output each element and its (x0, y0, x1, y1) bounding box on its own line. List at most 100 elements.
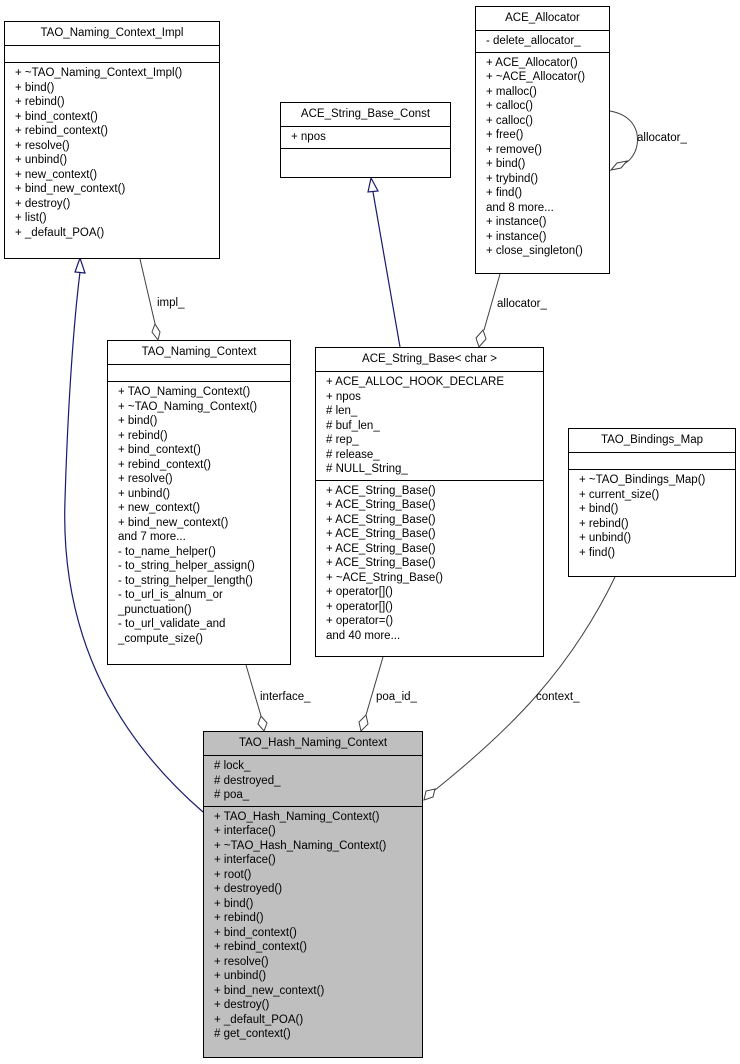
methods-section: + TAO_Hash_Naming_Context() + interface()… (204, 807, 422, 1045)
method-row: # get_context() (214, 1028, 291, 1040)
edge-label-poa-id: poa_id_ (376, 691, 417, 703)
attribute-row: - delete_allocator_ (486, 35, 581, 47)
method-row: + TAO_Naming_Context() (118, 386, 251, 398)
method-row: + ACE_String_Base() (326, 557, 436, 569)
class-tao-bindings-map[interactable]: TAO_Bindings_Map+ ~TAO_Bindings_Map()+ c… (568, 428, 736, 577)
association-edge-poa-id (365, 656, 384, 716)
method-row: + ACE_String_Base() (326, 513, 436, 526)
method-row: _punctuation() (118, 603, 192, 616)
class-name: TAO_Hash_Naming_Context (204, 732, 422, 756)
method-row: + rebind_context() (118, 458, 212, 471)
attributes-section: + npos (281, 127, 450, 149)
method-row: - to_string_helper_assign() (118, 560, 255, 572)
class-tao-hash-naming-context[interactable]: TAO_Hash_Naming_Context# lock_# destroye… (203, 731, 423, 1058)
edge-label-allocator-self: allocator_ (637, 132, 687, 144)
method-row: + ACE_String_Base() (326, 499, 436, 511)
method-row: + ACE_Allocator() (486, 56, 578, 69)
edge-label-impl: impl_ (157, 297, 185, 309)
method-row: + _default_POA() (214, 1013, 304, 1026)
method-row: - to_string_helper_length() (118, 574, 253, 587)
method-row: + ACE_String_Base() (326, 484, 436, 497)
attribute-row: # buf_len_ (326, 419, 380, 432)
class-ace-string-base-char[interactable]: ACE_String_Base< char >+ ACE_ALLOC_HOOK_… (315, 347, 544, 657)
method-row: + rebind_context() (15, 125, 109, 137)
aggregation-diamond (257, 715, 268, 732)
inheritance-arrowhead (367, 176, 379, 193)
aggregation-diamond (151, 322, 161, 342)
method-row: + instance() (486, 216, 547, 228)
attributes-section (108, 365, 290, 382)
method-row: + unbind() (579, 532, 632, 544)
method-row: - to_name_helper() (118, 545, 216, 558)
method-row: + rebind() (214, 912, 264, 924)
method-row: + bind_new_context() (118, 516, 229, 529)
class-ace-string-base-const[interactable]: ACE_String_Base_Const + npos (280, 102, 451, 178)
methods-section: + TAO_Naming_Context() + ~TAO_Naming_Cont… (108, 382, 290, 649)
class-name: TAO_Naming_Context_Impl (5, 22, 219, 46)
method-row: + rebind() (579, 517, 629, 530)
method-row: and 8 more... (486, 201, 554, 214)
method-row: + find() (486, 187, 523, 199)
method-row: + new_context() (118, 502, 201, 514)
attribute-row: + npos (291, 131, 326, 143)
method-row: + rebind() (118, 429, 168, 442)
method-row: + instance() (486, 230, 547, 243)
class-tao-naming-context[interactable]: TAO_Naming_Context+ TAO_Naming_Context()… (107, 340, 291, 665)
attribute-row: # rep_ (326, 434, 359, 446)
method-row: + interface() (214, 854, 276, 866)
edge-label-interface: interface_ (260, 691, 311, 703)
attributes-section: + ACE_ALLOC_HOOK_DECLARE + npos # len_ # bu… (316, 372, 543, 481)
method-row: + unbind() (214, 970, 267, 982)
method-row: + rebind() (15, 96, 65, 108)
method-row: _compute_size() (118, 632, 204, 645)
association-edge-interface (245, 664, 262, 717)
method-row: + ~TAO_Bindings_Map() (579, 474, 706, 486)
methods-section (281, 149, 450, 166)
method-row: + bind() (486, 158, 526, 170)
method-row: + unbind() (118, 487, 171, 500)
class-naming-context-impl[interactable]: TAO_Naming_Context_Impl + ~TAO_Naming_Con… (4, 21, 220, 259)
method-row: + bind() (214, 897, 254, 910)
attribute-row: + ACE_ALLOC_HOOK_DECLARE (326, 376, 505, 388)
method-row: + remove() (486, 143, 542, 156)
association-edge-context (434, 576, 616, 791)
method-row: + TAO_Hash_Naming_Context() (214, 810, 380, 823)
aggregation-diamond (358, 714, 369, 732)
method-row: + interface() (214, 825, 276, 837)
method-row: + operator=() (326, 615, 394, 627)
method-row: + ~TAO_Naming_Context() (118, 400, 258, 413)
method-row: + new_context() (15, 168, 98, 181)
inheritance-edge-string-base-const (372, 191, 401, 348)
method-row: + ACE_String_Base() (326, 542, 436, 555)
methods-section: + ACE_String_Base() + ACE_String_Base() + … (316, 481, 543, 647)
methods-section: + ~TAO_Naming_Context_Impl()+ bind()+ re… (5, 63, 219, 243)
attribute-row: # destroyed_ (214, 774, 281, 787)
method-row: + bind() (15, 81, 55, 94)
method-row: + operator[]() (326, 600, 393, 613)
method-row: + destroyed() (214, 883, 283, 895)
method-row: + bind_new_context() (214, 984, 325, 997)
attribute-row: + npos (326, 390, 361, 403)
method-row: + destroy() (15, 197, 71, 210)
method-row: + trybind() (486, 172, 539, 185)
method-row: + operator[]() (326, 586, 393, 598)
method-row: + unbind() (15, 154, 68, 166)
attribute-row: # poa_ (214, 789, 250, 801)
method-row: + ~ACE_Allocator() (486, 71, 586, 83)
method-row: + _default_POA() (15, 226, 105, 239)
method-row: + find() (579, 546, 616, 559)
aggregation-diamond (475, 329, 487, 348)
attributes-section (5, 46, 219, 63)
method-row: + resolve() (118, 473, 173, 485)
attribute-row: # len_ (326, 405, 358, 417)
methods-section: + ~TAO_Bindings_Map()+ current_size()+ b… (569, 470, 735, 563)
method-row: + free() (486, 129, 524, 141)
class-name: ACE_String_Base_Const (281, 103, 450, 127)
method-row: + rebind_context() (214, 941, 308, 953)
method-row: + resolve() (15, 139, 70, 152)
class-ace-allocator[interactable]: ACE_Allocator- delete_allocator_+ ACE_Al… (475, 6, 610, 274)
method-row: + calloc() (486, 100, 533, 112)
method-row: + malloc() (486, 85, 537, 98)
method-row: and 7 more... (118, 531, 186, 543)
